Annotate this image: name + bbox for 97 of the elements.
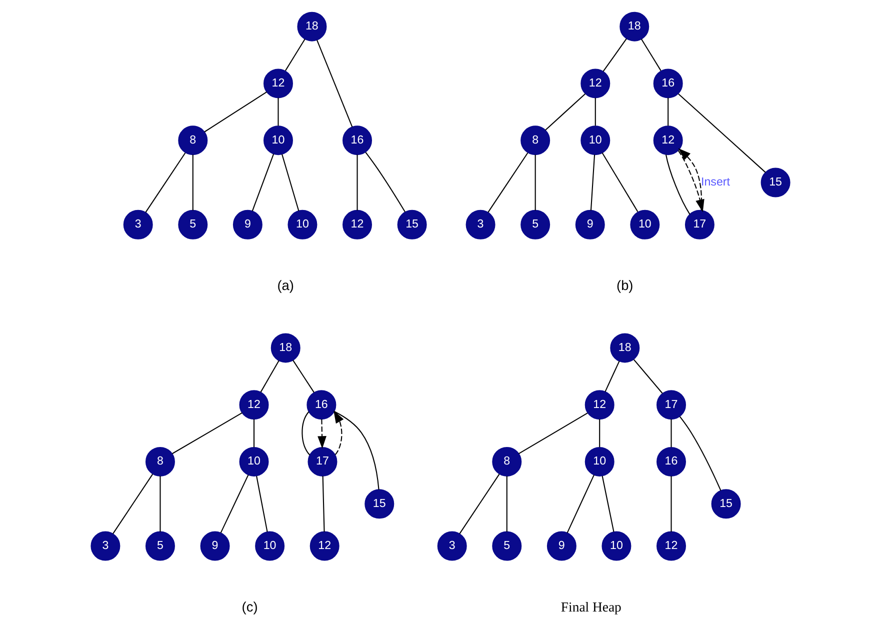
connector (292, 360, 314, 393)
connector (598, 419, 600, 448)
connector (632, 359, 662, 394)
node-circle: 8 (144, 447, 174, 476)
node-circle: 10 (238, 447, 268, 476)
connector (667, 98, 668, 126)
node-circle: 9 (574, 210, 604, 240)
node-circle: 18 (270, 333, 300, 363)
connector (604, 360, 620, 392)
connector (590, 154, 595, 210)
connector (172, 412, 242, 454)
connector (281, 154, 299, 212)
node-circle: 17 (307, 447, 337, 476)
node-circle: 10 (584, 447, 614, 476)
connector (284, 38, 305, 71)
node-circle: 16 (656, 447, 686, 476)
node-circle: 10 (262, 126, 292, 156)
label: (c) (241, 599, 258, 614)
node-circle: 12 (584, 390, 614, 420)
node-circle: 18 (619, 12, 649, 42)
node-circle: 12 (652, 126, 682, 156)
connector (251, 154, 274, 212)
connector (534, 154, 536, 210)
connector (601, 476, 614, 532)
node-circle: 12 (309, 531, 339, 561)
connector (670, 476, 672, 532)
edge-label: Insert (700, 176, 730, 188)
connector (220, 474, 248, 534)
connector (356, 154, 358, 210)
node-circle: 12 (262, 68, 292, 98)
node-circle: 9 (546, 531, 576, 561)
connector (670, 419, 672, 448)
node-circle: 10 (601, 531, 631, 561)
node-circle: 8 (520, 126, 550, 156)
connector (316, 40, 352, 128)
connector (544, 93, 586, 131)
node-circle: 15 (364, 489, 394, 519)
node-circle: 12 (580, 68, 610, 98)
connector (601, 152, 638, 212)
node-circle: 10 (580, 126, 610, 156)
connector (144, 152, 186, 213)
node-circle: 12 (656, 531, 686, 561)
arrow (333, 410, 344, 456)
node-circle: 3 (122, 210, 152, 240)
connector (458, 474, 500, 534)
connector (518, 412, 588, 454)
node-circle: 12 (238, 390, 268, 420)
node-circle: 9 (200, 531, 230, 561)
node-circle: 5 (144, 531, 174, 561)
connector (260, 360, 279, 392)
node-circle: 9 (232, 210, 262, 240)
connector (594, 98, 596, 126)
node-circle: 3 (465, 210, 495, 240)
connector (112, 474, 153, 534)
node-circle: 15 (760, 168, 790, 198)
connector (333, 410, 379, 490)
connector (678, 93, 766, 173)
node-circle: 16 (306, 390, 336, 420)
connector (322, 476, 324, 532)
connector (204, 91, 267, 132)
node-circle: 15 (710, 489, 740, 519)
node-circle: 18 (296, 12, 326, 42)
label: Final Heap (560, 599, 621, 614)
node-circle: 16 (652, 68, 682, 98)
arrow (317, 419, 326, 449)
node-circle: 8 (178, 126, 208, 156)
connector (252, 419, 254, 448)
node-circle: 10 (254, 531, 284, 561)
label: (b) (616, 278, 633, 293)
connector (277, 98, 278, 126)
connector (640, 38, 661, 71)
node-circle: 5 (178, 210, 208, 240)
connector (506, 476, 507, 532)
node-circle: 17 (684, 210, 714, 240)
node-circle: 15 (396, 210, 426, 240)
connector (159, 476, 160, 532)
connector (301, 411, 310, 456)
node-circle: 8 (492, 447, 522, 476)
connector (602, 38, 626, 72)
connector (192, 154, 193, 210)
connector (364, 152, 406, 212)
label: (a) (276, 278, 294, 293)
connector (678, 416, 721, 491)
connector (566, 474, 594, 534)
connector (487, 152, 528, 213)
node-circle: 17 (656, 390, 686, 420)
node-circle: 18 (610, 333, 640, 363)
node-circle: 12 (342, 210, 372, 240)
node-circle: 3 (436, 531, 466, 561)
node-circle: 10 (287, 210, 317, 240)
node-circle: 3 (90, 531, 120, 561)
connector (664, 154, 690, 215)
node-circle: 5 (492, 531, 522, 561)
node-circle: 16 (342, 126, 372, 156)
connector (256, 476, 268, 532)
node-circle: 5 (520, 210, 550, 240)
node-circle: 10 (630, 210, 660, 240)
